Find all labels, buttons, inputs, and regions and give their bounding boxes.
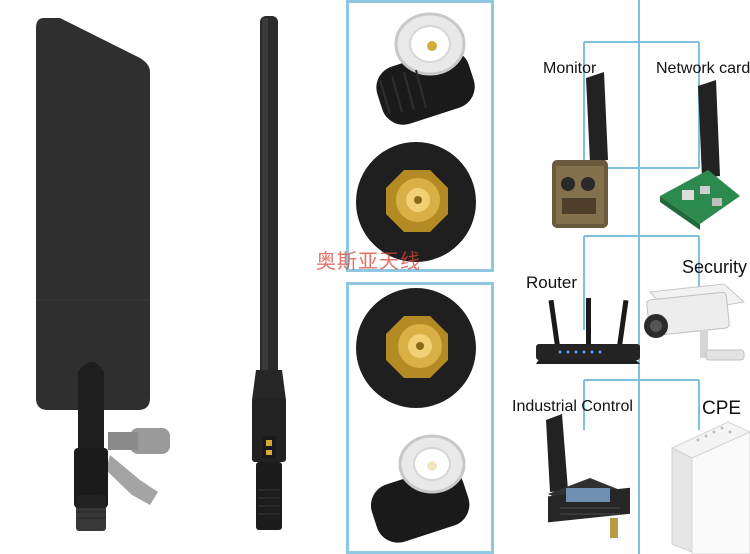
monitor-label: Monitor [543, 60, 597, 77]
connector-frame-bottom [346, 282, 494, 554]
connector-frame-top [346, 0, 494, 272]
industrial-control-label: Industrial Control [512, 398, 633, 415]
watermark-text: 奥斯亚天线 [316, 249, 421, 273]
security-label: Security [682, 257, 748, 277]
router-label: Router [526, 273, 578, 292]
cpe-label: CPE [702, 398, 742, 419]
network-card-label: Network card [656, 60, 750, 77]
